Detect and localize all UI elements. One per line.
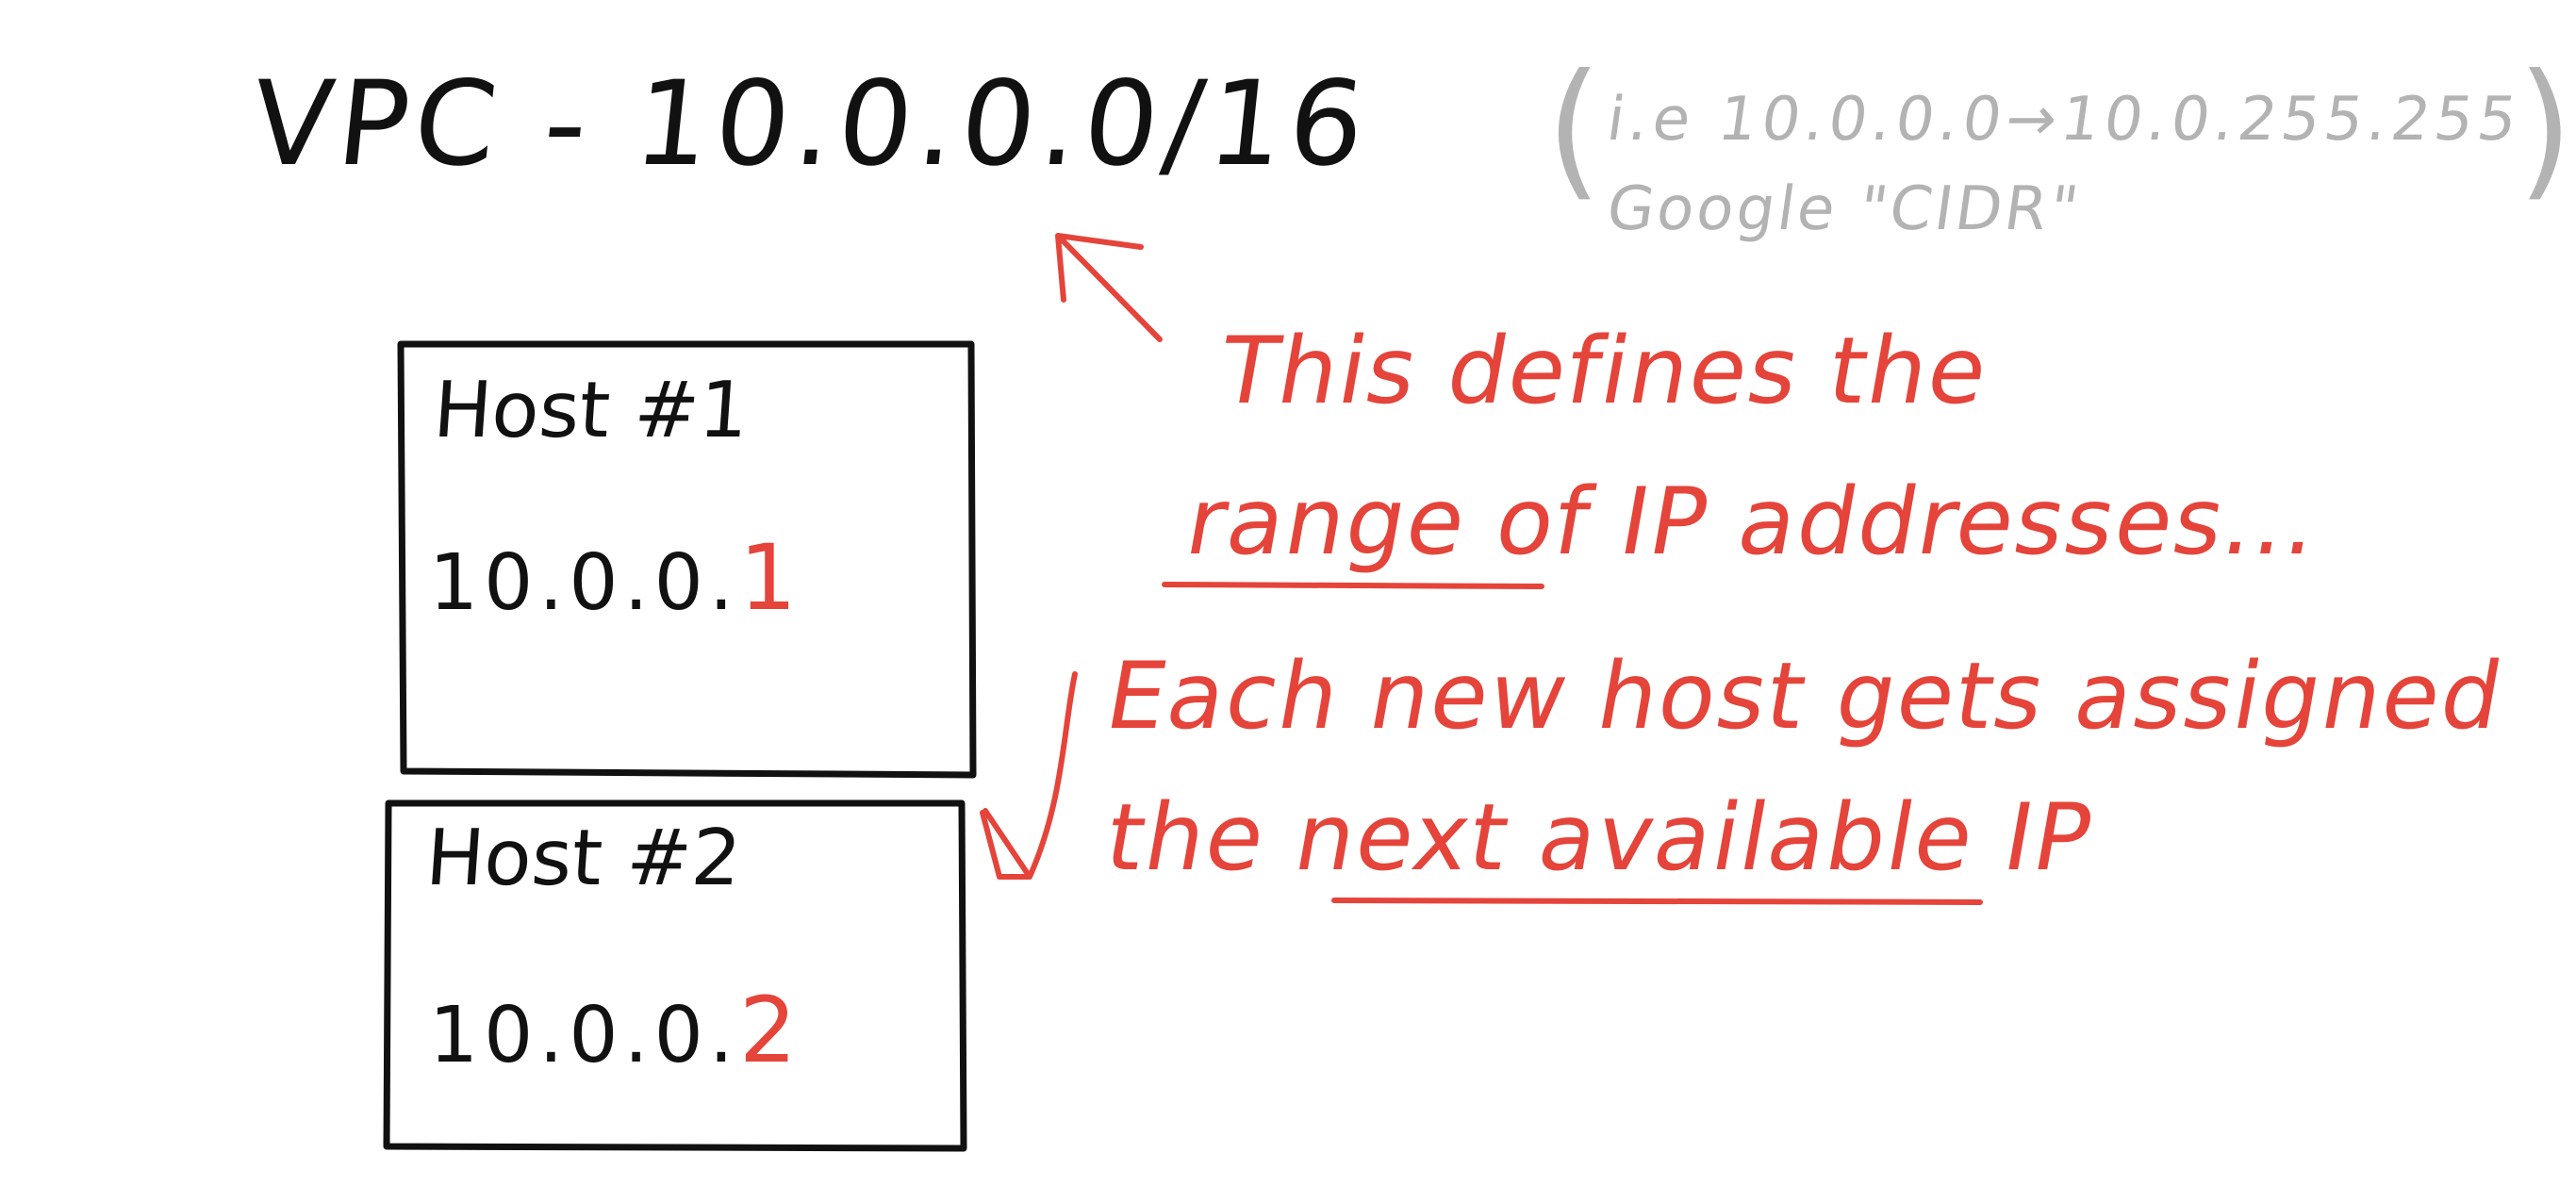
assign-note-line1: Each new host gets assigned: [1098, 643, 2512, 750]
range-underline: [1162, 582, 1544, 589]
range-note-rest: of IP addresses...: [1456, 469, 2328, 576]
host-2-ip-prefix: 10.0.0.: [429, 991, 739, 1080]
cidr-open-paren: (: [1546, 42, 1602, 216]
host-2-title: Host #2: [422, 814, 745, 903]
host-1-box: [397, 340, 977, 779]
host-1-ip-last-octet: 1: [738, 525, 802, 631]
host-2-ip-last-octet: 2: [738, 978, 802, 1083]
host-1-title: Host #1: [430, 366, 752, 455]
host-1-ip-prefix: 10.0.0.: [429, 538, 739, 628]
assign-note-prefix: the: [1098, 784, 1307, 892]
cidr-google-hint: Google "CIDR": [1602, 174, 2086, 244]
cidr-close-paren: ): [2518, 42, 2573, 216]
range-note-line1: This defines the: [1211, 318, 1998, 425]
next-available-underline: [1331, 898, 1983, 905]
assign-note-line2: the next available IP: [1098, 784, 2102, 892]
host-2-box: [383, 799, 967, 1152]
range-note-line2: range of IP addresses...: [1179, 469, 2328, 576]
next-host-arrow: [980, 671, 1078, 880]
range-word: range: [1178, 469, 1477, 576]
assign-note-suffix: IP: [1964, 784, 2102, 892]
vpc-cidr-label: VPC - 10.0.0.0/16: [245, 57, 1377, 192]
cidr-range-note: i.e 10.0.0.0→10.0.255.255: [1602, 85, 2526, 155]
host-1-ip: 10.0.0.1: [429, 533, 802, 623]
next-available-words: next available: [1286, 784, 1984, 892]
host-2-ip: 10.0.0.2: [429, 985, 802, 1076]
prefix-arrow: [1055, 233, 1163, 342]
